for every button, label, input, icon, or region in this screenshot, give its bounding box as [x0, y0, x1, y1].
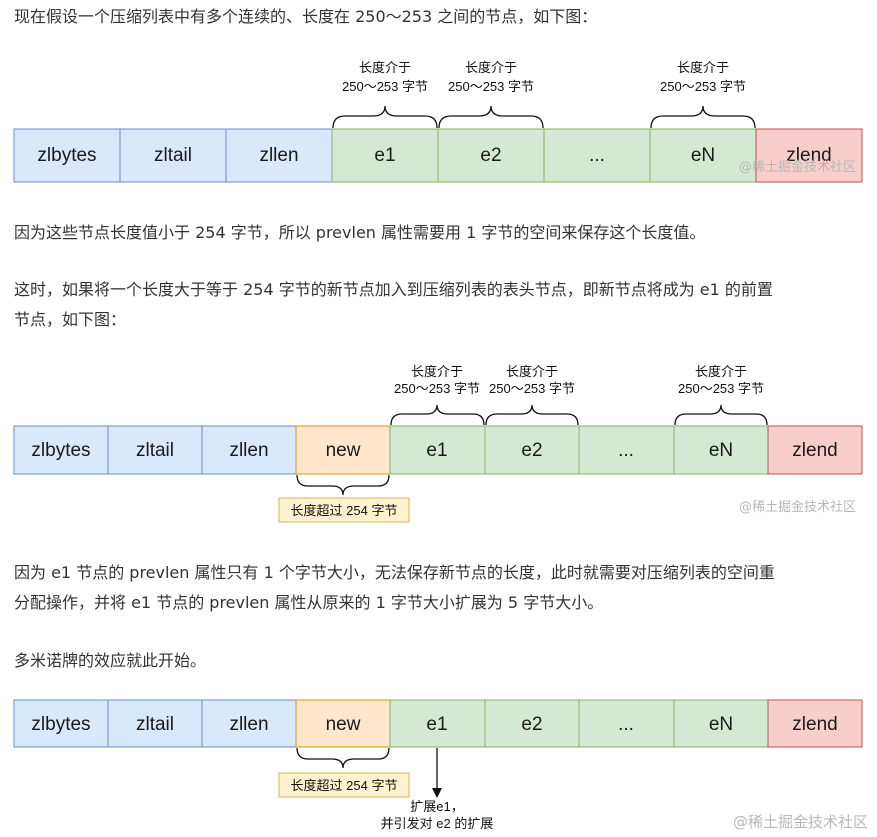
- d3-new-size-text: 长度超过 254 字节: [291, 778, 398, 793]
- d3-label-zllen: zllen: [229, 714, 268, 735]
- d2-cell-zltail: zltail: [107, 425, 203, 475]
- d2-label-e2: e2: [521, 440, 542, 461]
- d2-brace-new: [296, 474, 390, 496]
- d2-new-size-text: 长度超过 254 字节: [291, 503, 398, 518]
- ziplist-diagram-2: zlbytes zltail zllen new e1 e2 ... eN zl…: [13, 364, 863, 523]
- ziplist-diagram-1: zlbytes zltail zllen e1 e2 ... eN zlend …: [13, 60, 863, 183]
- d1-cell-e2: e2: [437, 128, 545, 183]
- d2-label-zlbytes: zlbytes: [31, 440, 90, 461]
- d3-label-new: new: [326, 714, 361, 735]
- d2-brace-e1-line2: 250～253 字节: [394, 381, 480, 396]
- d2-cell-zlend: zlend: [767, 425, 863, 475]
- d2-cell-zlbytes: zlbytes: [13, 425, 109, 475]
- paragraph-realloc-line2: 分配操作，并将 e1 节点的 prevlen 属性从原来的 1 字节大小扩展为 …: [14, 593, 604, 612]
- d1-brace-eN-line2: 250～253 字节: [660, 79, 746, 94]
- ziplist-diagram-3: zlbytes zltail zllen new e1 e2 ... eN zl…: [13, 699, 868, 831]
- d3-label-zlend: zlend: [792, 714, 837, 735]
- d2-brace-e2-line2: 250～253 字节: [489, 381, 575, 396]
- paragraph-realloc-line1: 因为 e1 节点的 prevlen 属性只有 1 个字节大小，无法保存新节点的长…: [14, 563, 775, 582]
- paragraph-intro: 现在假设一个压缩列表中有多个连续的、长度在 250～253 之间的节点，如下图：: [14, 7, 598, 26]
- d1-brace-e2: [438, 105, 544, 129]
- d2-label-eN: eN: [709, 440, 733, 461]
- d3-expand-arrow-head: [432, 788, 442, 798]
- d1-cell-zlend: zlend: [755, 128, 863, 183]
- d3-brace-new: [296, 747, 390, 769]
- d1-brace-e1: [332, 105, 438, 129]
- d2-brace-e1: [390, 404, 485, 426]
- d1-label-e1: e1: [374, 145, 395, 166]
- paragraph-insert-new-line1: 这时，如果将一个长度大于等于 254 字节的新节点加入到压缩列表的表头节点，即新…: [14, 280, 773, 299]
- d2-cell-new: new: [295, 425, 391, 475]
- d3-cell-eN: eN: [673, 699, 769, 748]
- d3-expand-note-line2: 并引发对 e2 的扩展: [381, 816, 494, 831]
- d1-brace-eN: [650, 105, 756, 129]
- d3-label-zlbytes: zlbytes: [31, 714, 90, 735]
- d2-watermark: @稀土掘金技术社区: [739, 499, 856, 515]
- d3-label-zltail: zltail: [136, 714, 174, 735]
- d1-watermark: @稀土掘金技术社区: [739, 159, 856, 175]
- d2-brace-e1-line1: 长度介于: [411, 364, 463, 379]
- d1-brace-e2-line1: 长度介于: [465, 60, 517, 75]
- d3-expand-note-line1: 扩展e1，: [410, 799, 463, 814]
- d1-label-zlend: zlend: [786, 145, 831, 166]
- d1-label-eN: eN: [691, 145, 715, 166]
- d2-label-zllen: zllen: [229, 440, 268, 461]
- d2-brace-eN-line1: 长度介于: [695, 364, 747, 379]
- d2-cell-e1: e1: [389, 425, 486, 475]
- d2-cell-e2: e2: [484, 425, 580, 475]
- d2-label-zltail: zltail: [136, 440, 174, 461]
- d1-label-zlbytes: zlbytes: [37, 145, 96, 166]
- d1-cell-zllen: zllen: [225, 128, 333, 183]
- d3-cell-zllen: zllen: [201, 699, 297, 748]
- d1-brace-eN-line1: 长度介于: [677, 60, 729, 75]
- d2-cell-ellipsis: ...: [578, 425, 675, 475]
- d1-cell-ellipsis: ...: [543, 128, 651, 183]
- d3-label-e1: e1: [426, 714, 447, 735]
- d3-watermark: @稀土掘金技术社区: [733, 813, 868, 831]
- d3-cell-ellipsis: ...: [578, 699, 675, 748]
- d2-label-ellipsis: ...: [618, 440, 634, 461]
- d1-label-e2: e2: [480, 145, 501, 166]
- paragraph-insert-new-line2: 节点，如下图：: [14, 310, 127, 329]
- d2-brace-e2: [485, 404, 579, 426]
- d1-brace-e1-line2: 250～253 字节: [342, 79, 428, 94]
- d1-label-ellipsis: ...: [589, 145, 605, 166]
- paragraph-prevlen-1byte: 因为这些节点长度值小于 254 字节，所以 prevlen 属性需要用 1 字节…: [14, 223, 706, 242]
- d2-brace-e2-line1: 长度介于: [506, 364, 558, 379]
- d2-label-e1: e1: [426, 440, 447, 461]
- d1-brace-e2-line2: 250～253 字节: [448, 79, 534, 94]
- d3-cell-new: new: [295, 699, 391, 748]
- d1-cell-zltail: zltail: [119, 128, 227, 183]
- d2-label-zlend: zlend: [792, 440, 837, 461]
- d2-label-new: new: [326, 440, 361, 461]
- d2-cell-zllen: zllen: [201, 425, 297, 475]
- d1-cell-zlbytes: zlbytes: [13, 128, 121, 183]
- d3-label-e2: e2: [521, 714, 542, 735]
- d3-new-size-label: 长度超过 254 字节: [278, 772, 410, 798]
- d1-cell-e1: e1: [331, 128, 439, 183]
- d2-brace-eN-line2: 250～253 字节: [678, 381, 764, 396]
- d3-label-ellipsis: ...: [618, 714, 634, 735]
- d2-cell-eN: eN: [673, 425, 769, 475]
- d1-cell-eN: eN: [649, 128, 757, 183]
- d1-brace-e1-line1: 长度介于: [359, 60, 411, 75]
- d3-cell-e2: e2: [484, 699, 580, 748]
- d3-cell-e1: e1: [389, 699, 486, 748]
- d3-label-eN: eN: [709, 714, 733, 735]
- d2-new-size-label: 长度超过 254 字节: [278, 497, 410, 523]
- d1-label-zltail: zltail: [154, 145, 192, 166]
- d2-brace-eN: [674, 404, 768, 426]
- paragraph-domino: 多米诺牌的效应就此开始。: [14, 651, 207, 670]
- d3-cell-zlbytes: zlbytes: [13, 699, 109, 748]
- d1-label-zllen: zllen: [259, 145, 298, 166]
- d3-cell-zltail: zltail: [107, 699, 203, 748]
- d3-cell-zlend: zlend: [767, 699, 863, 748]
